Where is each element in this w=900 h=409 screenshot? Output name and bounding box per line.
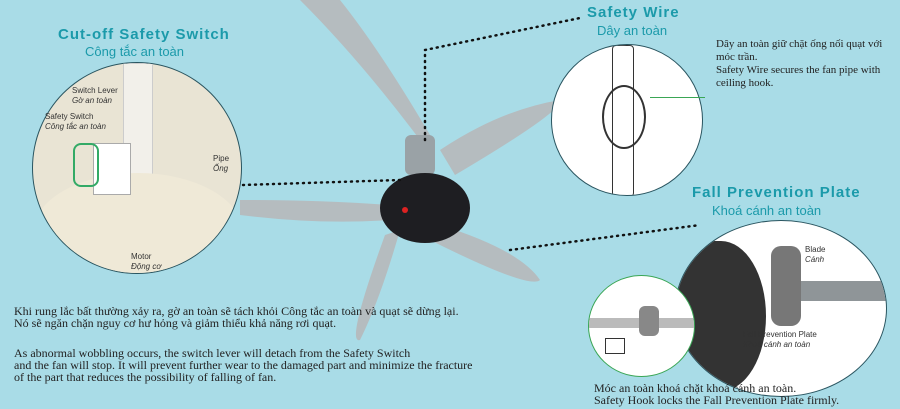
fan-motor-housing — [380, 173, 470, 243]
fan-blade — [240, 200, 390, 222]
fan-blade — [300, 0, 430, 140]
fan-logo — [402, 207, 408, 213]
cutoff-switch-photo — [32, 62, 242, 274]
cutoff-description-vi: Khi rung lắc bất thường xảy ra, gờ an to… — [14, 304, 459, 330]
leader-line — [650, 97, 705, 98]
fall-prevention-description: Móc an toàn khoá chặt khoá cánh an toàn.… — [594, 381, 840, 407]
cutoff-subtitle: Công tắc an toàn — [85, 44, 185, 59]
safety-wire-title: Safety Wire — [587, 4, 680, 21]
cutoff-description-en: As abnormal wobbling occurs, the switch … — [14, 346, 473, 384]
fan-blade — [355, 230, 400, 341]
safety-wire-subtitle: Dây an toàn — [597, 23, 668, 38]
leader-plate — [508, 223, 702, 252]
leader-cutoff — [241, 178, 402, 187]
fall-prevention-subtitle: Khoá cánh an toàn — [712, 203, 822, 218]
fall-prevention-photo — [675, 220, 887, 397]
fall-prevention-title: Fall Prevention Plate — [692, 184, 861, 201]
fan-blade — [430, 225, 540, 282]
leader-wire — [423, 16, 582, 142]
safety-hook-detail — [588, 275, 695, 377]
fan-downrod — [405, 135, 435, 175]
safety-wire-photo — [551, 44, 703, 196]
fan-blade — [440, 100, 561, 175]
cutoff-title: Cut-off Safety Switch — [58, 26, 230, 43]
